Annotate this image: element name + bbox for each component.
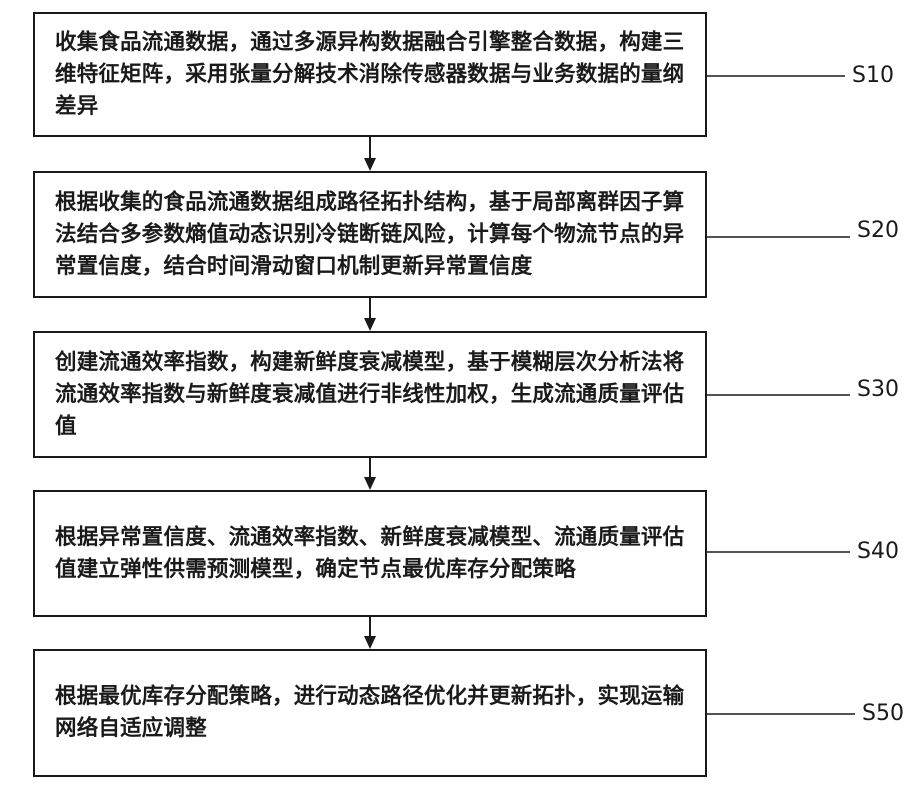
step-text-s30: 创建流通效率指数，构建新鲜度衰减模型，基于模糊层次分析法将流通效率指数与新鲜度衰… [55,347,691,443]
step-text-s20: 根据收集的食品流通数据组成路径拓扑结构，基于局部离群因子算法结合多参数熵值动态识… [55,187,691,283]
arrow-s10-s20 [364,137,376,171]
step-label-s10: S10 [852,63,894,88]
arrow-s30-s40 [364,458,376,490]
step-box-s10: 收集食品流通数据，通过多源异构数据融合引擎整合数据，构建三维特征矩阵，采用张量分… [33,12,707,137]
step-text-s50: 根据最优库存分配策略，进行动态路径优化并更新拓扑，实现运输网络自适应调整 [55,681,691,745]
step-box-s50: 根据最优库存分配策略，进行动态路径优化并更新拓扑，实现运输网络自适应调整 [33,649,707,777]
arrow-s40-s50 [364,617,376,649]
step-text-s40: 根据异常置信度、流通效率指数、新鲜度衰减模型、流通质量评估值建立弹性供需预测模型… [55,522,691,586]
step-label-s30: S30 [857,377,899,402]
step-box-s20: 根据收集的食品流通数据组成路径拓扑结构，基于局部离群因子算法结合多参数熵值动态识… [33,171,707,298]
step-label-s40: S40 [857,539,899,564]
step-box-s40: 根据异常置信度、流通效率指数、新鲜度衰减模型、流通质量评估值建立弹性供需预测模型… [33,490,707,617]
arrow-s20-s30 [364,298,376,331]
step-label-s50: S50 [862,701,904,726]
step-text-s10: 收集食品流通数据，通过多源异构数据融合引擎整合数据，构建三维特征矩阵，采用张量分… [55,27,691,123]
step-box-s30: 创建流通效率指数，构建新鲜度衰减模型，基于模糊层次分析法将流通效率指数与新鲜度衰… [33,331,707,458]
step-label-s20: S20 [857,218,899,243]
